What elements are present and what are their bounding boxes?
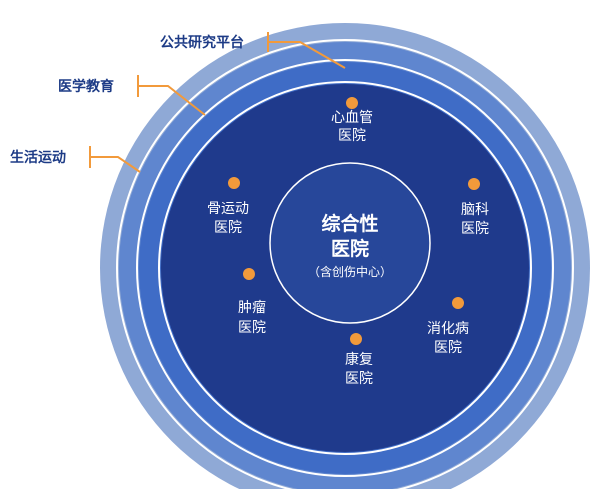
hospital-dot [228, 177, 240, 189]
hospital-dot [452, 297, 464, 309]
hospital-node-oncology: 肿瘤 医院 [238, 268, 266, 336]
hospital-label-line2: 医院 [461, 221, 489, 237]
hospital-dot [243, 268, 255, 280]
hospital-node-rehabilitation: 康复 医院 [345, 333, 373, 387]
center-title-line2: 医院 [331, 237, 369, 260]
hospital-label-line1: 脑科 [461, 202, 489, 218]
hospital-label-line2: 医院 [345, 371, 373, 387]
layer-label-education: 医学教育 [58, 78, 114, 95]
center-title-line1: 综合性 [321, 212, 378, 235]
ring-education-border [136, 59, 554, 477]
hospital-label-line2: 医院 [338, 128, 366, 144]
hospital-dot [468, 178, 480, 190]
leader-line-education [138, 85, 206, 116]
hospital-dot [350, 333, 362, 345]
layer-label-sports: 生活运动 [10, 149, 66, 166]
hospital-label-line1: 肿瘤 [238, 299, 266, 316]
center-subtitle: （含创伤中心） [308, 264, 392, 279]
hospital-node-cardiovascular: 心血管 医院 [331, 97, 373, 144]
center-disc [269, 162, 431, 324]
hospital-dot [346, 97, 358, 109]
leader-line-research [268, 41, 346, 69]
hospital-label-line1: 康复 [345, 351, 373, 368]
hospital-node-orthopedic-sports: 骨运动 医院 [207, 177, 249, 236]
hospital-label-line1: 消化病 [427, 321, 469, 337]
ring-sports-border [116, 39, 574, 493]
hospital-label-line1: 骨运动 [207, 201, 249, 217]
hospital-node-digestive: 消化病 医院 [427, 297, 469, 356]
leader-line-sports [90, 156, 141, 173]
layer-label-research: 公共研究平台 [160, 34, 244, 51]
hospital-label-line2: 医院 [214, 220, 242, 236]
hospital-label-line1: 心血管 [331, 110, 373, 126]
hospital-label-line2: 医院 [238, 320, 266, 336]
ring-research-border [158, 81, 532, 455]
hospital-node-brain: 脑科 医院 [461, 178, 489, 237]
hospital-label-line2: 医院 [434, 340, 462, 356]
